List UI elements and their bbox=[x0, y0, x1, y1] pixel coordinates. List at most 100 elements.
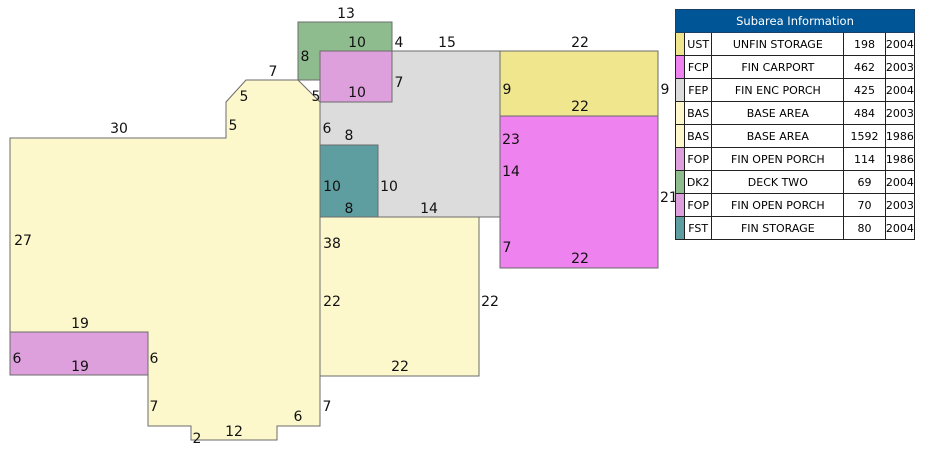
subarea-description: FIN OPEN PORCH bbox=[711, 193, 845, 217]
dim-label: 27 bbox=[14, 233, 32, 249]
subarea-color-swatch bbox=[674, 55, 686, 79]
subarea-table-title: Subarea Information bbox=[675, 9, 915, 33]
subarea-year: 2003 bbox=[884, 101, 916, 125]
subarea-description: BASE AREA bbox=[711, 101, 845, 125]
subarea-year: 1986 bbox=[884, 147, 916, 171]
dim-label: 22 bbox=[391, 359, 409, 375]
dim-label: 10 bbox=[348, 85, 366, 101]
subarea-area: 70 bbox=[843, 193, 886, 217]
dim-label: 7 bbox=[150, 399, 159, 415]
subarea-area: 198 bbox=[843, 32, 886, 56]
dim-label: 10 bbox=[348, 35, 366, 51]
dim-label: 30 bbox=[110, 121, 128, 137]
dim-label: 38 bbox=[323, 236, 341, 252]
subarea-year: 1986 bbox=[884, 124, 916, 148]
dim-label: 14 bbox=[502, 164, 520, 180]
subarea-code: FCP bbox=[684, 55, 713, 79]
subarea-color-swatch bbox=[674, 170, 686, 194]
subarea-year: 2003 bbox=[884, 55, 916, 79]
subarea-year: 2004 bbox=[884, 78, 916, 102]
dim-label: 2 bbox=[193, 431, 202, 447]
subarea-description: DECK TWO bbox=[711, 170, 845, 194]
dim-label: 6 bbox=[323, 121, 332, 137]
subarea-area: 80 bbox=[843, 216, 886, 240]
dim-label: 8 bbox=[301, 49, 310, 65]
subarea-description: FIN STORAGE bbox=[711, 216, 845, 240]
subarea-code: BAS bbox=[684, 101, 713, 125]
dim-label: 7 bbox=[269, 64, 278, 80]
subarea-color-swatch bbox=[674, 78, 686, 102]
dim-label: 9 bbox=[503, 82, 512, 98]
subarea-area: 69 bbox=[843, 170, 886, 194]
subarea-color-swatch bbox=[674, 193, 686, 217]
unfin-storage-area bbox=[499, 50, 659, 117]
dim-label: 7 bbox=[323, 399, 332, 415]
dim-label: 6 bbox=[294, 409, 303, 425]
subarea-description: UNFIN STORAGE bbox=[711, 32, 845, 56]
subarea-code: UST bbox=[684, 32, 713, 56]
dim-label: 9 bbox=[661, 82, 670, 98]
fin-carport-area bbox=[499, 115, 659, 269]
fin-open-porch-left bbox=[9, 331, 149, 376]
dim-label: 22 bbox=[323, 294, 341, 310]
dim-label: 6 bbox=[150, 351, 159, 367]
dim-label: 13 bbox=[337, 6, 355, 22]
dim-label: 5 bbox=[229, 118, 238, 134]
dim-label: 22 bbox=[571, 99, 589, 115]
subarea-description: FIN OPEN PORCH bbox=[711, 147, 845, 171]
subarea-year: 2004 bbox=[884, 216, 916, 240]
dim-label: 10 bbox=[323, 179, 341, 195]
base-area-addition bbox=[319, 216, 480, 377]
subarea-year: 2004 bbox=[884, 170, 916, 194]
subarea-area: 462 bbox=[843, 55, 886, 79]
dim-label: 23 bbox=[502, 132, 520, 148]
dim-label: 21 bbox=[660, 190, 678, 206]
dim-label: 22 bbox=[571, 35, 589, 51]
dim-label: 14 bbox=[420, 201, 438, 217]
subarea-color-swatch bbox=[674, 216, 686, 240]
dim-label: 4 bbox=[395, 35, 404, 51]
dim-label: 7 bbox=[503, 240, 512, 256]
dim-label: 10 bbox=[380, 179, 398, 195]
dim-label: 19 bbox=[71, 359, 89, 375]
subarea-area: 425 bbox=[843, 78, 886, 102]
subarea-color-swatch bbox=[674, 124, 686, 148]
subarea-color-swatch bbox=[674, 32, 686, 56]
subarea-area: 114 bbox=[843, 147, 886, 171]
dim-label: 22 bbox=[571, 251, 589, 267]
dim-label: 12 bbox=[225, 424, 243, 440]
subarea-code: FOP bbox=[684, 147, 713, 171]
subarea-area: 1592 bbox=[843, 124, 886, 148]
subarea-year: 2003 bbox=[884, 193, 916, 217]
dim-label: 5 bbox=[240, 89, 249, 105]
dim-label: 19 bbox=[71, 316, 89, 332]
subarea-area: 484 bbox=[843, 101, 886, 125]
subarea-code: BAS bbox=[684, 124, 713, 148]
dim-label: 22 bbox=[481, 294, 499, 310]
fin-storage-area bbox=[319, 144, 379, 218]
subarea-code: DK2 bbox=[684, 170, 713, 194]
dim-label: 5 bbox=[312, 89, 321, 105]
subarea-code: FEP bbox=[684, 78, 713, 102]
subarea-color-swatch bbox=[674, 101, 686, 125]
dim-label: 8 bbox=[345, 201, 354, 217]
dim-label: 15 bbox=[438, 35, 456, 51]
subarea-color-swatch bbox=[674, 147, 686, 171]
dim-label: 8 bbox=[345, 128, 354, 144]
subarea-description: BASE AREA bbox=[711, 124, 845, 148]
subarea-year: 2004 bbox=[884, 32, 916, 56]
subarea-description: FIN ENC PORCH bbox=[711, 78, 845, 102]
dim-label: 6 bbox=[13, 351, 22, 367]
subarea-code: FST bbox=[684, 216, 713, 240]
